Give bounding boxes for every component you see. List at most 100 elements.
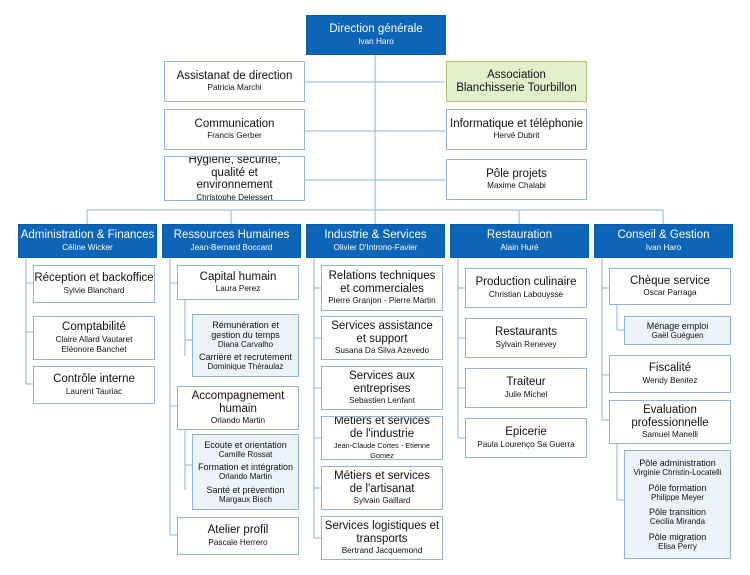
subgroup-capital-humain: Rémunération et gestion du temps Diana C…	[192, 314, 299, 377]
dept-conseil-gestion: Conseil & Gestion Ivan Haro	[594, 224, 733, 258]
node-association-blanchisserie: Association Blanchisserie Tourbillon	[446, 61, 587, 102]
subunit-person: Diana Carvalho	[217, 339, 274, 349]
unit-title: Réception et backoffice	[34, 272, 154, 285]
node-title: Assistanat de direction	[176, 69, 293, 82]
dept-title: Industrie & Services	[324, 229, 427, 242]
dept-title: Administration & Finances	[20, 229, 155, 242]
subunit-ecoute-orientation: Ecoute et orientation Camille Rossat	[204, 440, 287, 460]
subunit-title: Pôle formation	[648, 482, 707, 493]
unit-services-assistance: Services assistance et support Susana Da…	[321, 316, 443, 360]
unit-person: Wendy Benitez	[642, 375, 698, 385]
subunit-title: Formation et intégration	[197, 462, 294, 473]
subunit-carriere-recrutement: Carrière et recrutement Dominique Thérau…	[199, 352, 292, 372]
node-title: Hygiène, sécurité, qualité et environnem…	[188, 156, 281, 192]
node-title: Direction générale	[329, 23, 423, 36]
node-person: Christophe Delessert	[196, 192, 273, 201]
subunit-title: Rémunération et gestion du temps	[211, 319, 280, 340]
subunit-remuneration: Rémunération et gestion du temps Diana C…	[198, 320, 293, 350]
subunit-title: Ménage emploi	[646, 320, 709, 331]
unit-title: Services assistance et support	[331, 320, 433, 345]
unit-services-logistiques: Services logistiques et transports Bertr…	[321, 516, 443, 560]
unit-title: Fiscalité	[648, 362, 692, 375]
subunit-sante-prevention: Santé et prévention Margaux Bisch	[206, 485, 284, 505]
node-title: Association Blanchisserie Tourbillon	[456, 69, 577, 94]
subunit-pole-migration: Pôle migration Elisa Perry	[649, 532, 707, 552]
unit-person: Claire Allard Vautaret Eléonore Banchet	[55, 334, 133, 354]
node-person: Hervé Dubrit	[493, 131, 540, 141]
unit-person: Susana Da Silva Azevedo	[334, 346, 430, 355]
unit-person: Bertrand Jacquemond	[341, 546, 423, 555]
unit-comptabilite: Comptabilité Claire Allard Vautaret Eléo…	[33, 316, 155, 360]
dept-title: Ressources Humaines	[173, 229, 290, 242]
unit-title: Epicerie	[505, 426, 547, 439]
subunit-pole-administration: Pôle administration Virginie Christin-Lo…	[634, 458, 722, 478]
subunit-person: Margaux Bisch	[219, 494, 272, 504]
unit-person: Sylvie Blanchard	[63, 285, 125, 295]
unit-title: Evaluation professionnelle	[631, 404, 709, 429]
unit-person: Laurent Tauriac	[65, 386, 123, 396]
node-person: Francis Gerber	[207, 131, 262, 141]
unit-epicerie: Epicerie Paula Lourenço Sa Guerra	[465, 418, 587, 458]
node-assistanat: Assistanat de direction Patricia Marchi	[164, 61, 305, 102]
unit-traiteur: Traiteur Julie Michel	[465, 368, 587, 408]
subunit-title: Pôle migration	[648, 531, 707, 542]
subunit-formation-integration: Formation et intégration Orlando Martin	[198, 462, 293, 482]
subunit-person: Cecilia Miranda	[649, 517, 706, 526]
node-informatique: Informatique et téléphonie Hervé Dubrit	[446, 109, 587, 150]
unit-evaluation-professionnelle: Evaluation professionnelle Samuel Manell…	[609, 400, 731, 444]
node-title: Pôle projets	[486, 167, 547, 180]
unit-person: Orlando Martin	[210, 416, 266, 425]
unit-person: Pascale Herrero	[208, 537, 268, 547]
dept-person: Olivier D'Introno-Favier	[333, 242, 418, 252]
dept-industrie-services: Industrie & Services Olivier D'Introno-F…	[306, 224, 445, 258]
subgroup-cheque-service: Ménage emploi Gaël Guéguen	[624, 316, 731, 345]
unit-title: Comptabilité	[62, 321, 126, 334]
unit-atelier-profil: Atelier profil Pascale Herrero	[177, 517, 299, 555]
subunit-title: Pôle transition	[648, 507, 707, 517]
node-person: Maxime Chalabi	[487, 181, 546, 191]
unit-accompagnement-humain: Accompagnement humain Orlando Martin	[177, 386, 299, 430]
unit-capital-humain: Capital humain Laura Perez	[177, 265, 299, 300]
unit-person: Laura Perez	[215, 284, 261, 294]
subunit-title: Santé et prévention	[206, 484, 285, 495]
node-communication: Communication Francis Gerber	[164, 109, 305, 150]
unit-title: Services aux entreprises	[349, 370, 415, 395]
unit-title: Traiteur	[506, 376, 546, 389]
unit-relations-techniques: Relations techniques et commerciales Pie…	[321, 265, 443, 311]
dept-person: Céline Wicker	[62, 242, 113, 252]
unit-person: Julie Michel	[504, 389, 548, 399]
unit-person: Sebastien Lenfant	[348, 396, 415, 405]
dept-person: Alain Huré	[500, 242, 539, 252]
subgroup-accompagnement-humain: Ecoute et orientation Camille Rossat For…	[192, 434, 299, 510]
node-hygiene: Hygiène, sécurité, qualité et environnem…	[164, 156, 305, 201]
dept-title: Restauration	[486, 229, 553, 242]
unit-title: Chèque service	[630, 274, 710, 287]
dept-ressources-humaines: Ressources Humaines Jean-Bernard Boccard	[162, 224, 301, 258]
unit-metiers-industrie: Métiers et services de l'industrie Jean-…	[321, 416, 443, 460]
subunit-person: Camille Rossat	[218, 449, 273, 459]
dept-person: Ivan Haro	[645, 242, 682, 252]
unit-title: Atelier profil	[207, 524, 269, 537]
unit-person: Samuel Manelli	[642, 430, 698, 439]
subunit-pole-transition: Pôle transition Cecilia Miranda	[649, 507, 706, 527]
unit-services-entreprises: Services aux entreprises Sebastien Lenfa…	[321, 366, 443, 410]
unit-person: Sylvain Gaillard	[353, 496, 411, 505]
unit-person: Sylvain Renevey	[495, 339, 557, 349]
dept-person: Jean-Bernard Boccard	[190, 242, 273, 252]
subunit-title: Ecoute et orientation	[204, 439, 287, 450]
subunit-person: Orlando Martin	[219, 472, 272, 482]
unit-metiers-artisanat: Métiers et services de l'artisanat Sylva…	[321, 466, 443, 510]
subunit-title: Pôle administration	[639, 458, 716, 468]
dept-administration-finances: Administration & Finances Céline Wicker	[18, 224, 157, 258]
node-direction-generale: Direction générale Ivan Haro	[306, 15, 446, 55]
unit-person: Christian Labouysse	[488, 289, 564, 299]
unit-reception-backoffice: Réception et backoffice Sylvie Blanchard	[33, 265, 155, 303]
unit-title: Métiers et services de l'industrie	[334, 416, 430, 440]
subgroup-evaluation-professionnelle: Pôle administration Virginie Christin-Lo…	[624, 450, 731, 559]
unit-title: Métiers et services de l'artisanat	[334, 470, 430, 495]
subunit-pole-formation: Pôle formation Philippe Meyer	[648, 483, 706, 503]
node-title: Informatique et téléphonie	[450, 117, 583, 130]
unit-fiscalite: Fiscalité Wendy Benitez	[609, 355, 731, 393]
dept-restauration: Restauration Alain Huré	[450, 224, 589, 258]
unit-controle-interne: Contrôle interne Laurent Tauriac	[33, 366, 155, 404]
